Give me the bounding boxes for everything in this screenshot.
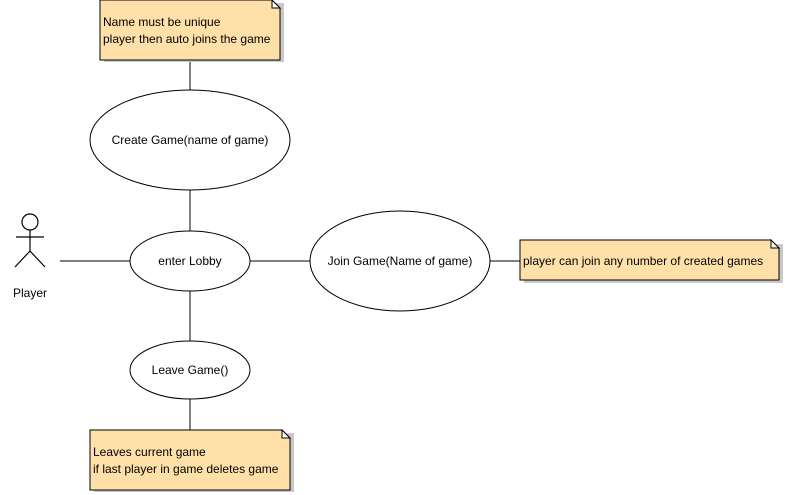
use-case-label: enter Lobby: [158, 254, 221, 268]
actor-label: Player: [13, 286, 47, 300]
use-case-join-game[interactable]: Join Game(Name of game): [309, 210, 491, 312]
use-case-create-game[interactable]: Create Game(name of game): [89, 89, 291, 191]
note-line: player then auto joins the game: [103, 32, 271, 46]
use-case-leave-game[interactable]: Leave Game(): [129, 340, 251, 400]
use-case-label: Join Game(Name of game): [328, 254, 473, 268]
note-line: if last player in game deletes game: [93, 462, 279, 476]
note-line: player can join any number of created ga…: [523, 254, 763, 268]
note-join-game[interactable]: player can join any number of created ga…: [519, 238, 783, 283]
note-line: Name must be unique: [103, 15, 221, 29]
note-line: Leaves current game: [93, 445, 206, 459]
use-case-enter-lobby[interactable]: enter Lobby: [129, 230, 251, 292]
note-leave-game[interactable]: Leaves current game if last player in ga…: [89, 428, 294, 492]
use-case-label: Create Game(name of game): [112, 133, 269, 147]
actor-player[interactable]: Player: [13, 213, 47, 300]
stick-figure-icon: [14, 213, 46, 268]
connectors: [60, 62, 520, 430]
note-create-game[interactable]: Name must be unique player then auto joi…: [99, 0, 284, 62]
use-case-label: Leave Game(): [152, 363, 229, 377]
